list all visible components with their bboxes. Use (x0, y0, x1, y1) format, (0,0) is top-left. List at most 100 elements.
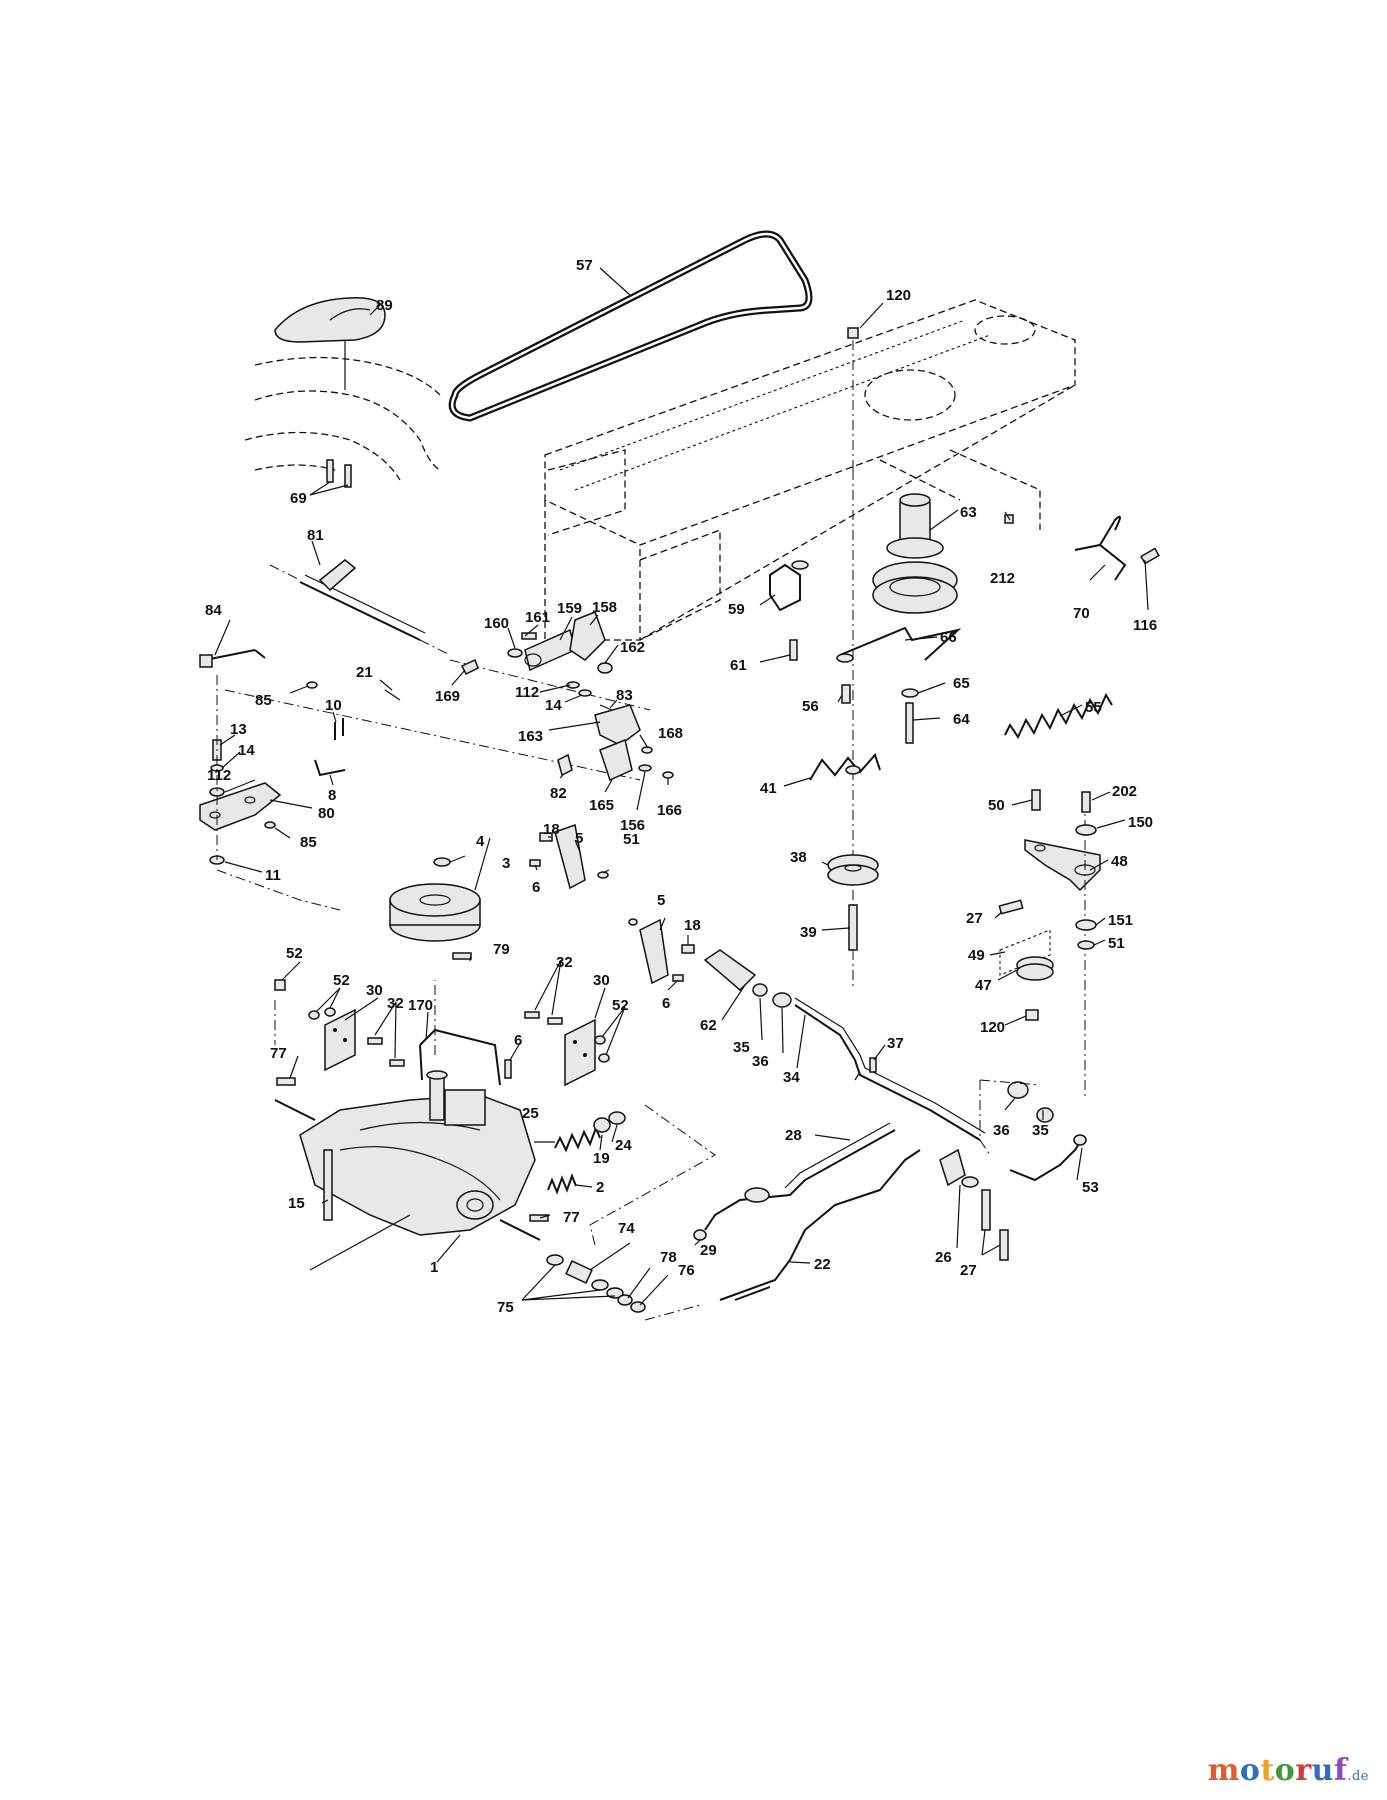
part-label: 14 (238, 742, 255, 759)
bolts-part-32-left (367, 1037, 405, 1067)
part-label: 5 (575, 830, 583, 847)
bolt-part-56 (841, 684, 851, 704)
nut-part-120-top (847, 327, 859, 470)
bolt-part-202 (1081, 791, 1091, 813)
part-label: 81 (307, 527, 324, 544)
washer-part-36-lower (1007, 1081, 1029, 1099)
part-label: 48 (1111, 853, 1128, 870)
washer-part-85-lower (264, 821, 276, 829)
part-label: 65 (953, 675, 970, 692)
mount-plate-part-30-left (324, 1008, 356, 1072)
bolt-part-18-left (539, 832, 553, 842)
part-label: 89 (376, 297, 393, 314)
part-label: 51 (623, 831, 640, 848)
nut-part-52-left (274, 979, 286, 991)
nut-part-35-lower (1036, 1107, 1054, 1123)
part-label: 120 (886, 287, 911, 304)
spacer-part-74 (565, 1260, 593, 1284)
left-dashed-guides (216, 659, 651, 911)
bolt-part-6-right (672, 974, 684, 982)
part-label: 56 (802, 698, 819, 715)
nut-part-4 (433, 857, 451, 867)
fender-handle-part-89 (274, 297, 386, 390)
part-label: 85 (255, 692, 272, 709)
part-label: 161 (525, 609, 550, 626)
bolt-part-27-upper (998, 899, 1024, 915)
part-label: 85 (300, 834, 317, 851)
part-label: 29 (700, 1242, 717, 1259)
transaxle-part-1 (274, 1070, 541, 1271)
bracket-part-48 (1024, 800, 1101, 1100)
pulley-part-47 (1016, 956, 1054, 981)
part-label: 30 (366, 982, 383, 999)
bolt-part-169 (460, 658, 479, 676)
part-label: 21 (356, 664, 373, 681)
part-label: 159 (557, 600, 582, 617)
pin-part-77-right (529, 1214, 549, 1222)
bracket-part-37 (869, 1057, 877, 1073)
part-label: 35 (733, 1039, 750, 1056)
washer-part-160 (507, 648, 523, 658)
part-label: 158 (592, 599, 617, 616)
motoruf-watermark: motoruf.de (1208, 1753, 1369, 1788)
leader-lines (214, 267, 1149, 1306)
bolt-part-6-lower (504, 1059, 512, 1079)
part-label: 212 (990, 570, 1015, 587)
bracket-part-59 (769, 560, 809, 612)
washer-part-65 (901, 688, 919, 698)
part-label: 25 (522, 1105, 539, 1122)
nut-part-162 (597, 662, 613, 674)
belt-guide-part-41 (809, 753, 881, 781)
bracket-part-49 (999, 929, 1051, 976)
part-label: 6 (532, 879, 540, 896)
part-label: 151 (1108, 912, 1133, 929)
transaxle-dashed-guides (274, 980, 716, 1321)
part-label: 26 (935, 1249, 952, 1266)
part-label: 160 (484, 615, 509, 632)
part-label: 28 (785, 1127, 802, 1144)
part-label: 4 (476, 833, 485, 850)
bolts-part-27-lower (981, 1189, 1009, 1261)
part-label: 18 (684, 917, 701, 934)
part-label: 75 (497, 1299, 514, 1316)
nut-part-76 (630, 1301, 646, 1313)
bolt-part-82 (557, 753, 573, 777)
washer-part-168 (641, 746, 653, 754)
part-label: 66 (940, 629, 957, 646)
part-label: 62 (700, 1017, 717, 1034)
washer-part-26 (961, 1176, 979, 1188)
part-label: 3 (502, 855, 510, 872)
grip-part-62 (703, 949, 757, 992)
chassis-frame (544, 299, 1076, 641)
part-label: 52 (333, 972, 350, 989)
rod-part-170 (419, 1028, 501, 1086)
part-label: 19 (593, 1150, 610, 1167)
part-label: 13 (230, 721, 247, 738)
part-label: 52 (612, 997, 629, 1014)
washer-part-36-upper (772, 992, 792, 1008)
spring-part-55 (1004, 692, 1113, 740)
part-label: 116 (1133, 617, 1157, 634)
key-part-79 (452, 952, 472, 960)
watermark-tld: .de (1347, 1769, 1369, 1784)
washer-part-35-upper (752, 983, 768, 997)
part-label: 170 (408, 997, 433, 1014)
part-label: 49 (968, 947, 985, 964)
part-label: 32 (556, 954, 573, 971)
right-dashed-guides (979, 1079, 1041, 1156)
nut-part-24 (608, 1111, 626, 1125)
part-label: 80 (318, 805, 335, 822)
nut-part-120-lower (1025, 1009, 1039, 1021)
part-label: 120 (980, 1019, 1005, 1036)
part-label: 2 (596, 1179, 604, 1196)
rod-part-8 (314, 759, 346, 777)
bracket-part-5-right (639, 918, 669, 985)
bolts-part-69 (326, 459, 352, 488)
fender-outline (244, 356, 441, 481)
bracket-part-158 (569, 611, 606, 661)
part-label: 18 (543, 821, 560, 838)
washer-part-156 (638, 764, 652, 772)
nut-part-6-center (628, 918, 638, 926)
